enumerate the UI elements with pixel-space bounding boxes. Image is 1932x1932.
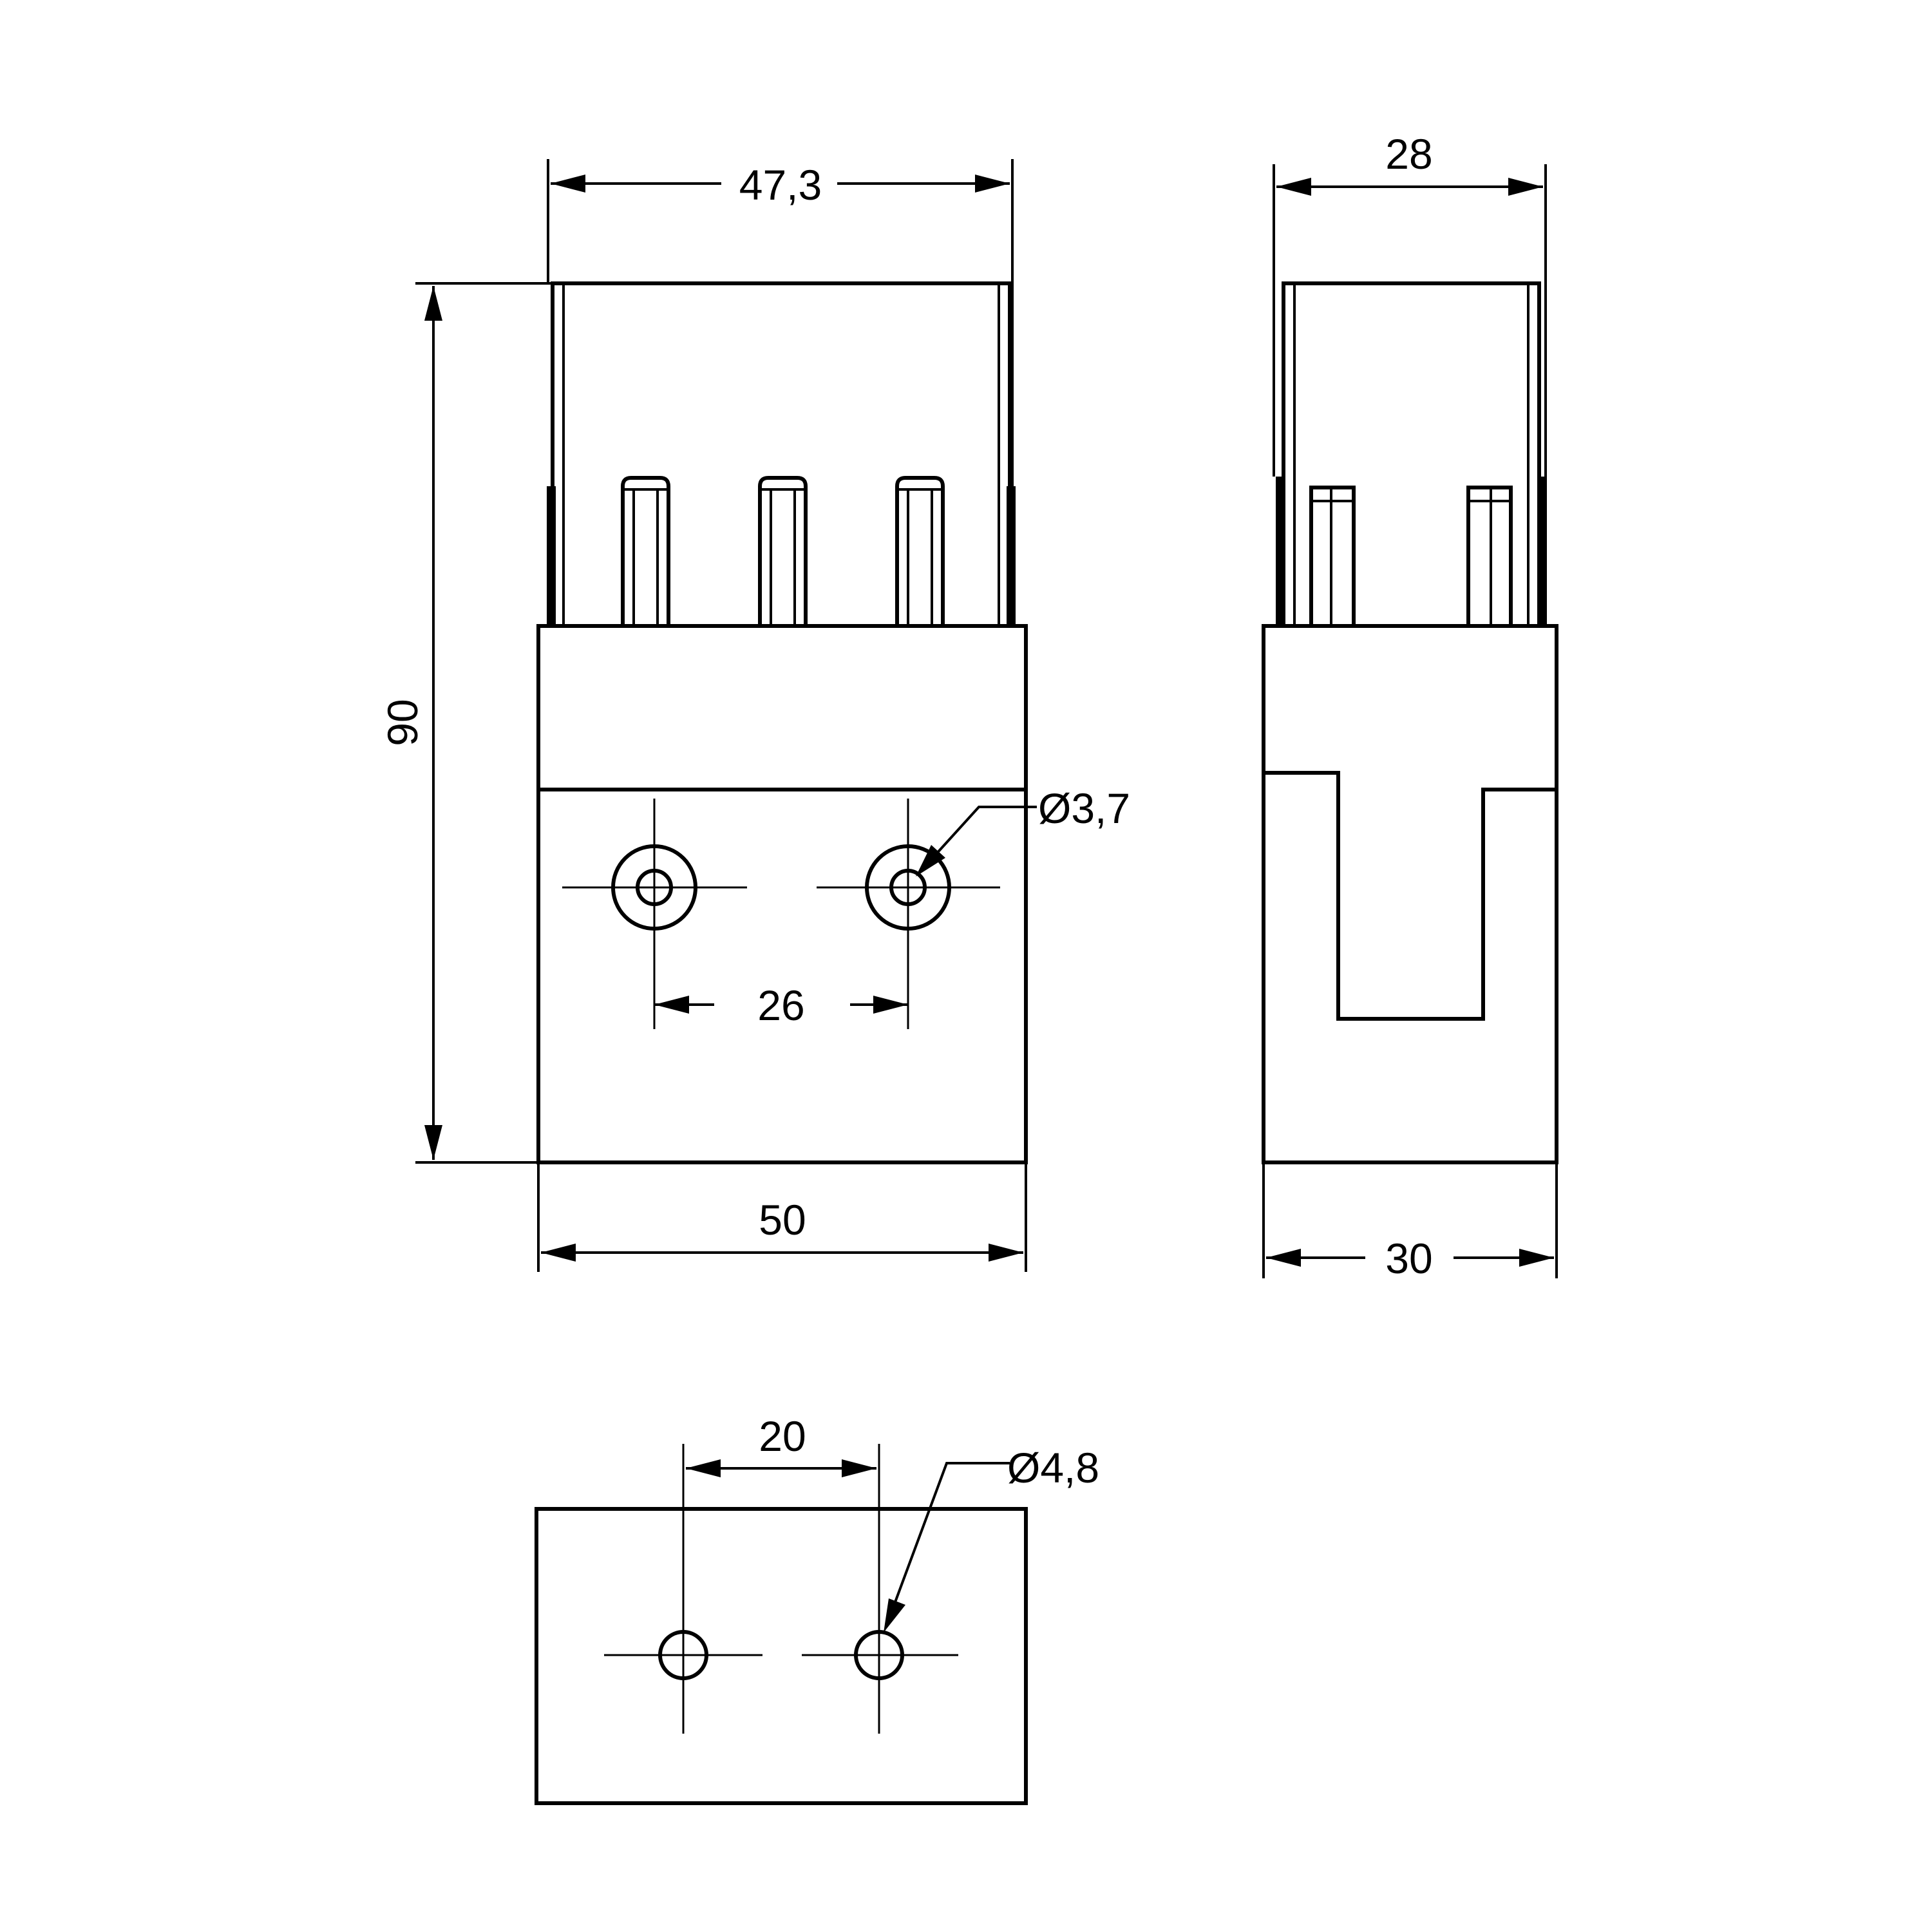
front-hole-right: [817, 799, 1000, 1029]
dim-front-height: [415, 282, 554, 1164]
front-hole-left: [562, 799, 747, 1029]
front-view: [536, 281, 1028, 1164]
bottom-hole-left: [604, 1444, 762, 1734]
dim-front-hole-spacing-label: 26: [757, 981, 804, 1029]
dim-bottom-hole-spacing: [686, 1459, 876, 1477]
dim-side-width-top: [1273, 164, 1547, 477]
front-cover: [547, 281, 1016, 626]
dim-front-width-base-label: 50: [759, 1196, 806, 1244]
dim-front-width-top-label: 47,3: [739, 161, 822, 209]
side-view: [1262, 281, 1558, 1164]
side-cover: [1276, 281, 1547, 626]
dim-front-height-label: 90: [379, 699, 426, 746]
dim-side-width-top-label: 28: [1385, 130, 1432, 178]
dim-bottom-hole-diameter-label: Ø4,8: [1007, 1444, 1099, 1492]
dim-front-hole-diameter-label: Ø3,7: [1038, 784, 1130, 832]
bottom-view: [535, 1444, 1028, 1805]
dim-front-hole-diameter-leader: [916, 806, 1037, 876]
side-pins: [1309, 486, 1513, 628]
dim-bottom-hole-spacing-label: 20: [759, 1412, 806, 1460]
bottom-hole-right: [802, 1444, 958, 1734]
dim-side-width-base-label: 30: [1385, 1235, 1432, 1282]
side-base: [1262, 624, 1558, 1164]
dim-front-hole-spacing: [654, 996, 908, 1014]
front-base: [536, 624, 1028, 1164]
front-pins: [621, 476, 945, 626]
dim-front-width-base: [537, 1162, 1027, 1272]
dim-bottom-hole-diameter-leader: [884, 1462, 1010, 1633]
dim-front-width-top: [547, 159, 1014, 486]
dim-side-width-base: [1262, 1162, 1558, 1278]
